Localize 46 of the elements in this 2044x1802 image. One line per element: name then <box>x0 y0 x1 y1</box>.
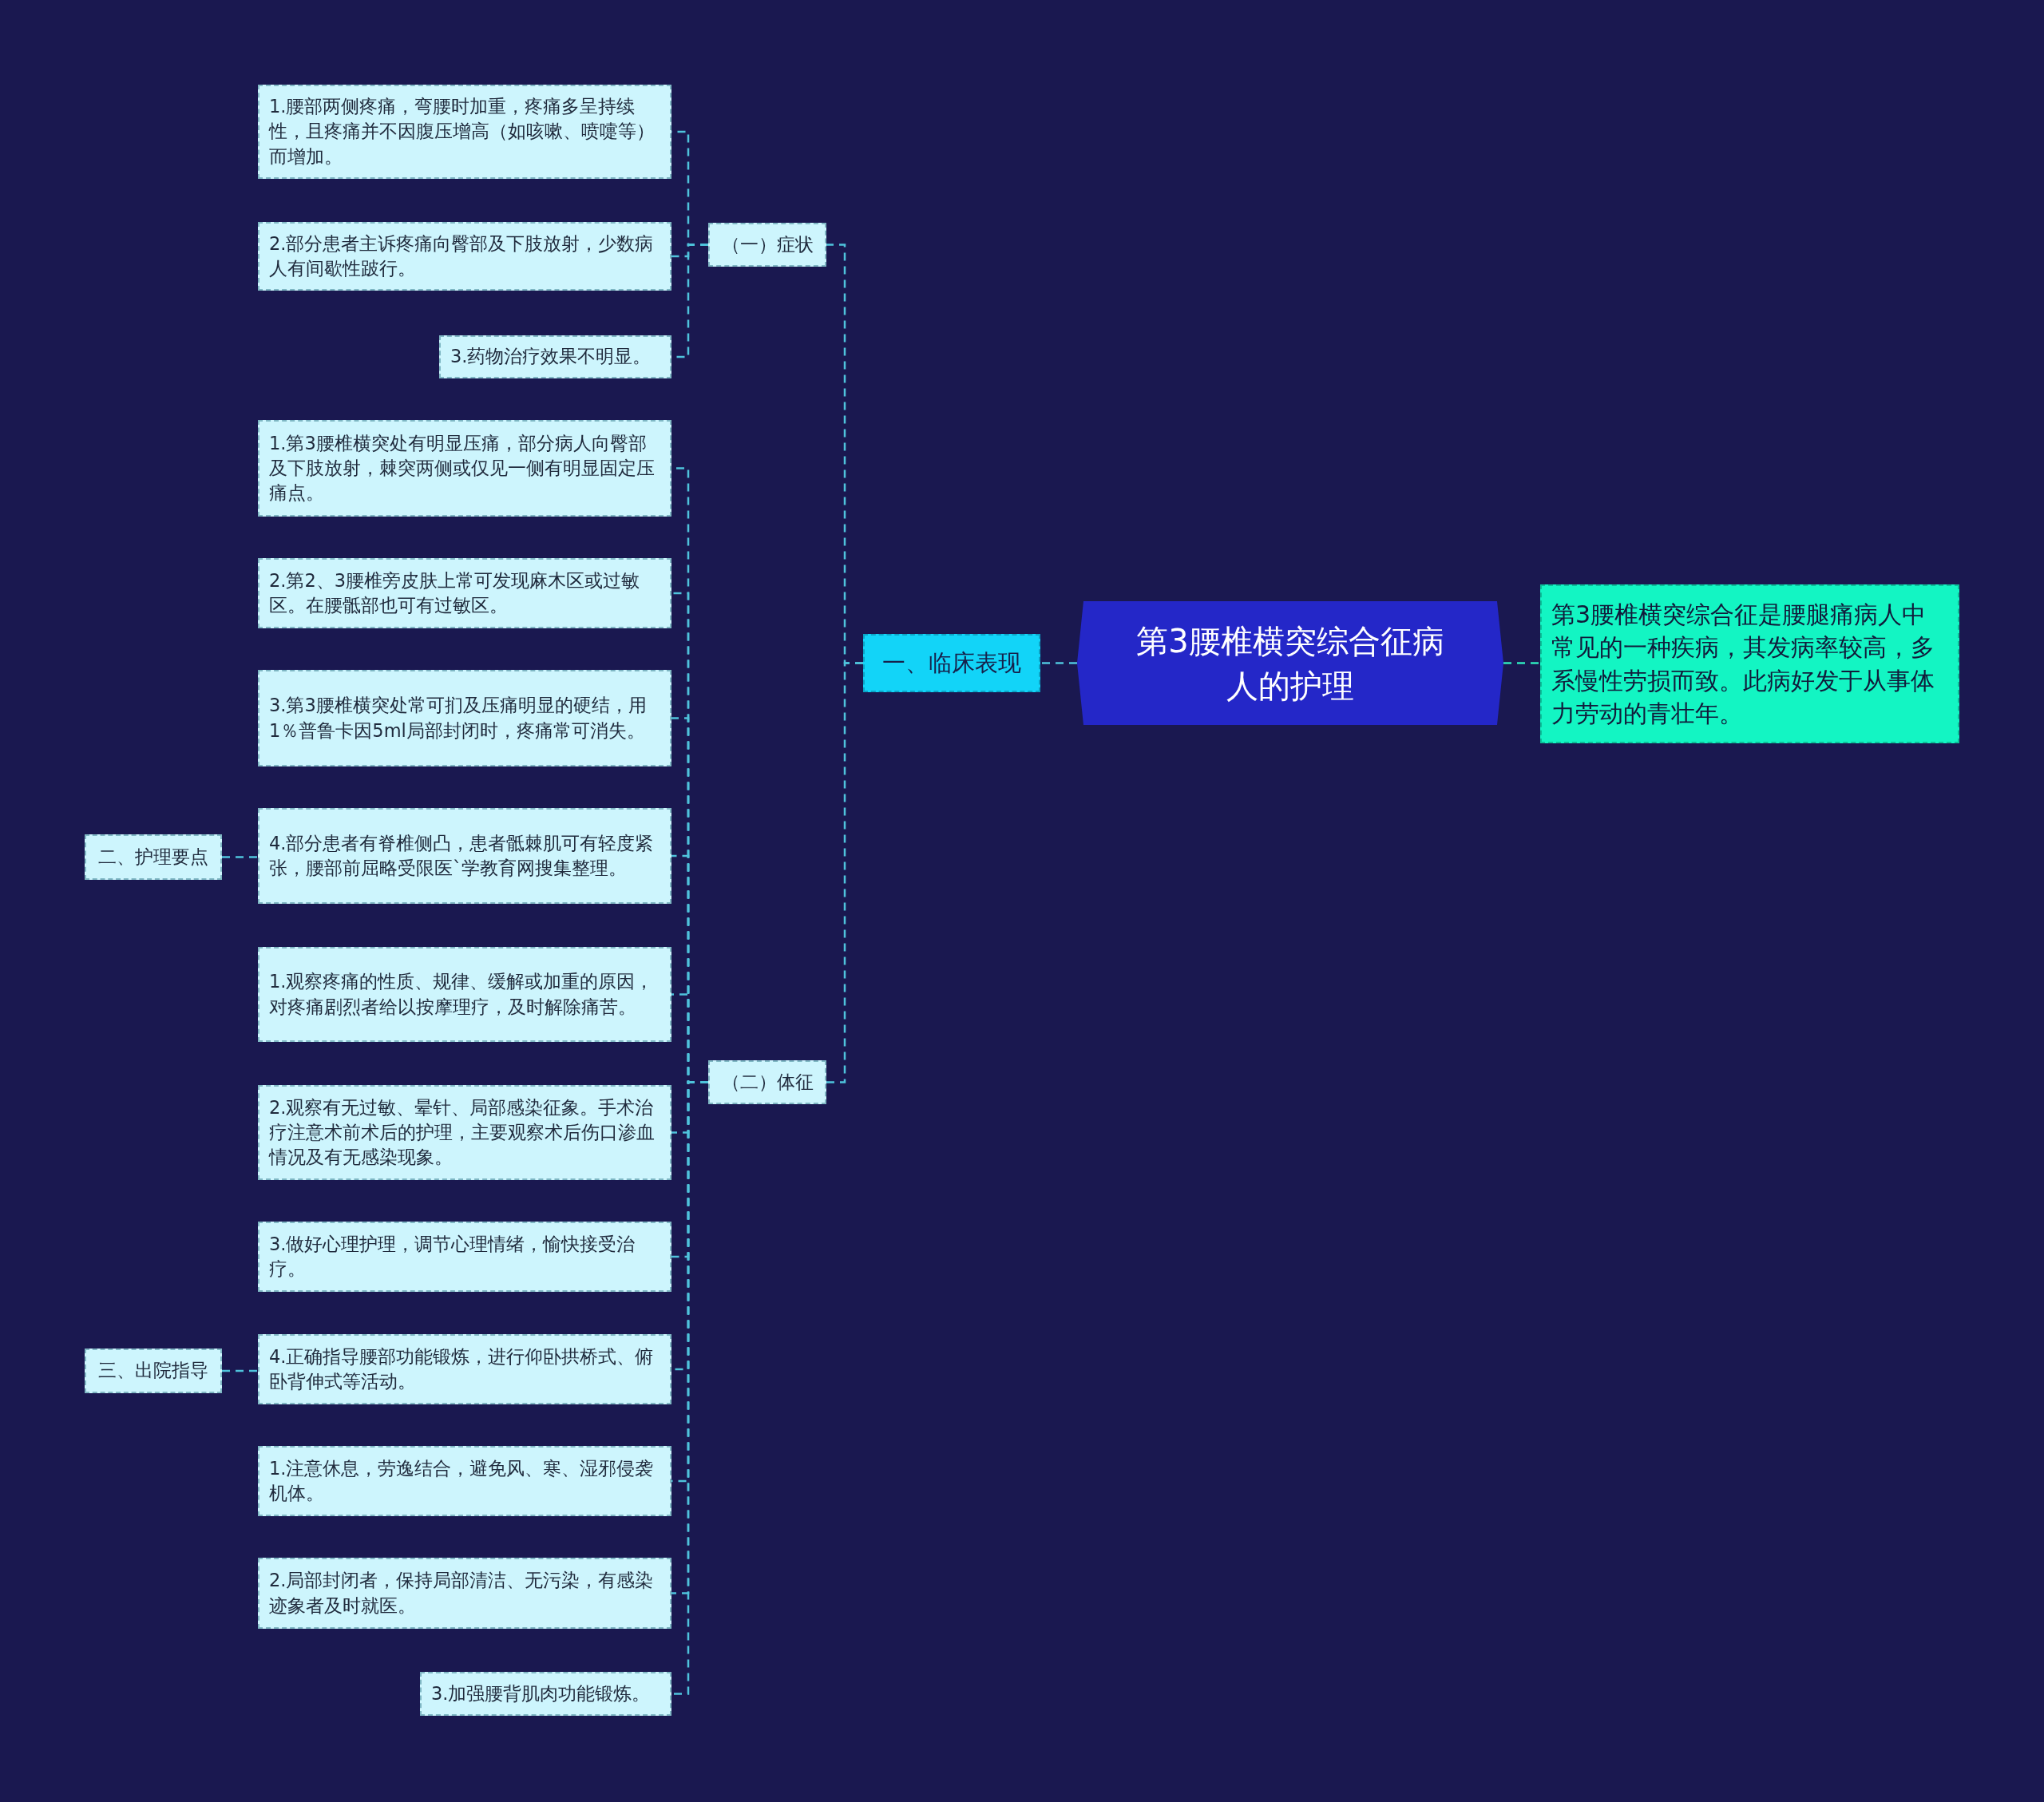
node-text: 4.正确指导腰部功能锻炼，进行仰卧拱桥式、俯卧背伸式等活动。 <box>269 1345 655 1393</box>
text-box <box>420 1672 671 1716</box>
text-box <box>439 335 671 378</box>
node-text: 2.观察有无过敏、晕针、局部感染征象。手术治疗注意术前术后的护理，主要观察术后伤口渗血情况及有无感染现象。 <box>269 1095 656 1169</box>
node-text: 3.做好心理护理，调节心理情绪，愉快接受治疗。 <box>269 1232 636 1281</box>
node-text: 1.腰部两侧疼痛，弯腰时加重，疼痛多呈持续性，且疼痛并不因腹压增高（如咳嗽、喷嚏等）而增加。 <box>269 95 656 168</box>
text-box <box>258 1446 671 1516</box>
branch-box <box>708 1060 826 1104</box>
node-text: 3.第3腰椎横突处常可扪及压痛明显的硬结，用1％普鲁卡因5ml局部封闭时，疼痛常可消失。 <box>269 694 648 743</box>
text-box <box>258 558 671 628</box>
node-text: （一）症状 <box>721 232 814 256</box>
branch-box <box>85 834 222 880</box>
node-text: 第3腰椎横突综合征是腰腿痛病人中常见的一种疾病，其发病率较高，多系慢性劳损而致。此病好发于从事体力劳动的青壮年。 <box>1551 599 1935 729</box>
node-text: 1.观察疼痛的性质、规律、缓解或加重的原因，对疼痛剧烈者给以按摩理疗，及时解除痛苦。 <box>269 970 655 1019</box>
node-text: 3.药物治疗效果不明显。 <box>450 345 652 369</box>
text-box <box>258 85 671 179</box>
text-box <box>258 947 671 1042</box>
branch-box <box>85 1349 222 1393</box>
node-text: 2.局部封闭者，保持局部清洁、无污染，有感染迹象者及时就医。 <box>269 1569 655 1618</box>
text-box <box>258 1085 671 1180</box>
text-box <box>258 1222 671 1292</box>
connector-line <box>1503 662 1540 664</box>
text-box <box>258 1558 671 1629</box>
node-text: 三、出院指导 <box>98 1359 208 1383</box>
branch-box <box>708 223 826 267</box>
node-text: 4.部分患者有脊椎侧凸，患者骶棘肌可有轻度紧张，腰部前屈略受限医`学教育网搜集整理。 <box>269 831 655 880</box>
connector-line <box>1040 662 1077 664</box>
connector-line <box>826 662 863 1083</box>
node-text: 3.加强腰背肌肉功能锻炼。 <box>431 1681 651 1705</box>
node-text: 2.部分患者主诉疼痛向臀部及下肢放射，少数病人有间歇性跛行。 <box>269 232 655 280</box>
node-text: 1.第3腰椎横突处有明显压痛，部分病人向臀部及下肢放射，棘突两侧或仅见一侧有明显固定压痛点。 <box>269 431 656 505</box>
text-box <box>258 1334 671 1404</box>
node-text: 2.第2、3腰椎旁皮肤上常可发现麻木区或过敏区。在腰骶部也可有过敏区。 <box>269 568 641 617</box>
connector-line <box>222 855 259 858</box>
note-box <box>1540 584 1959 743</box>
text-box <box>258 222 671 291</box>
node-text: （二）体征 <box>721 1070 814 1094</box>
connector-line <box>222 1368 259 1372</box>
text-box <box>258 420 671 517</box>
node-text: 第3腰椎横突综合征病人的护理 <box>1135 621 1445 706</box>
node-text: 1.注意休息，劳逸结合，避免风、寒、湿邪侵袭机体。 <box>269 1456 655 1505</box>
branch-box <box>863 634 1040 692</box>
text-box <box>258 670 671 766</box>
text-box <box>258 808 671 904</box>
node-text: 二、护理要点 <box>98 845 208 869</box>
node-text: 一、临床表现 <box>882 648 1021 679</box>
